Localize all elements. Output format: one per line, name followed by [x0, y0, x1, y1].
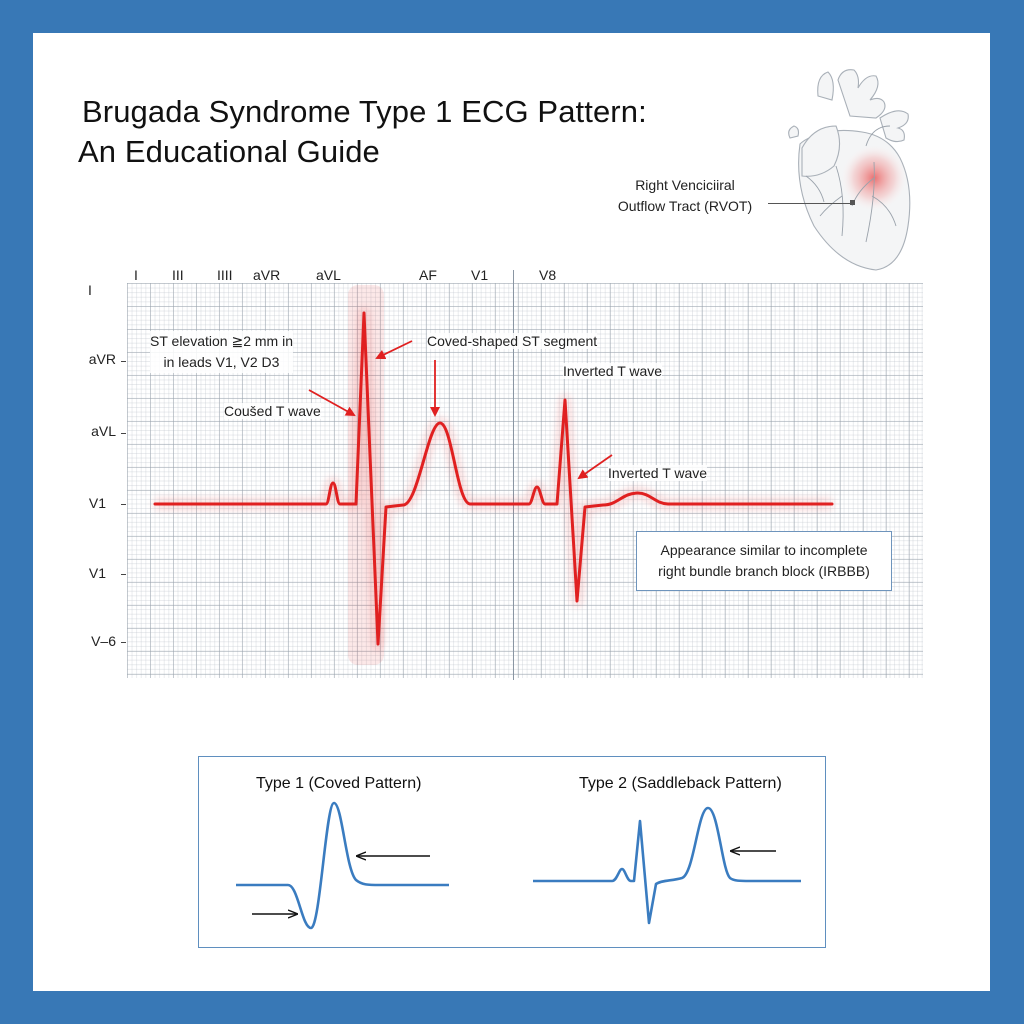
ecg-section-divider [513, 270, 514, 680]
lead-tick [121, 433, 126, 434]
type1-title: Type 1 (Coved Pattern) [256, 775, 422, 792]
side-lead-label: V1 [88, 565, 106, 581]
top-lead-label: III [172, 267, 184, 283]
rvot-label-line-1: Right Venciciiral [635, 177, 735, 193]
side-lead-label: V1 [88, 495, 106, 511]
top-lead-label: IIII [217, 267, 233, 283]
st-elevation-annotation: ST elevation ≧2 mm in in leads V1, V2 D3 [150, 331, 293, 373]
lead-tick [121, 361, 126, 362]
inverted-t-wave-annotation: Inverted T wave [608, 465, 708, 481]
rvot-pointer-line [768, 203, 854, 204]
inverted-t-wave-annotation: Inverted T wave [563, 363, 663, 379]
title-line-2: An Educational Guide [78, 134, 380, 169]
top-lead-label: AF [419, 267, 437, 283]
rvot-label: Right Venciciiral Outflow Tract (RVOT) [590, 175, 780, 217]
top-lead-label: V1 [471, 267, 489, 283]
lead-tick [121, 504, 126, 505]
title-line-1: Brugada Syndrome Type 1 ECG Pattern: [82, 94, 647, 129]
top-lead-label: I [134, 267, 138, 283]
lead-tick [121, 574, 126, 575]
side-lead-label: aVL [91, 423, 116, 439]
irbbb-note-box: Appearance similar to incomplete right b… [636, 531, 892, 591]
side-lead-label: V–6 [91, 633, 116, 649]
lead-tick [121, 642, 126, 643]
side-lead-label: aVR [88, 351, 116, 367]
irbbb-note-line-2: right bundle branch block (IRBBB) [658, 563, 870, 579]
irbbb-note-line-1: Appearance similar to incomplete [660, 542, 868, 558]
type2-title: Type 2 (Saddleback Pattern) [579, 775, 782, 792]
coused-t-wave-annotation: Coušed T wave [224, 403, 321, 419]
page-title: Brugada Syndrome Type 1 ECG Pattern: An … [78, 92, 647, 172]
side-lead-label: I [88, 282, 92, 298]
top-lead-label: aVR [253, 267, 281, 283]
top-lead-label: V8 [539, 267, 557, 283]
top-lead-label: aVL [316, 267, 341, 283]
rvot-label-line-2: Outflow Tract (RVOT) [617, 198, 753, 214]
coved-st-segment-annotation: Coved-shaped ST segment [427, 333, 598, 349]
heart-illustration-icon [780, 66, 930, 276]
